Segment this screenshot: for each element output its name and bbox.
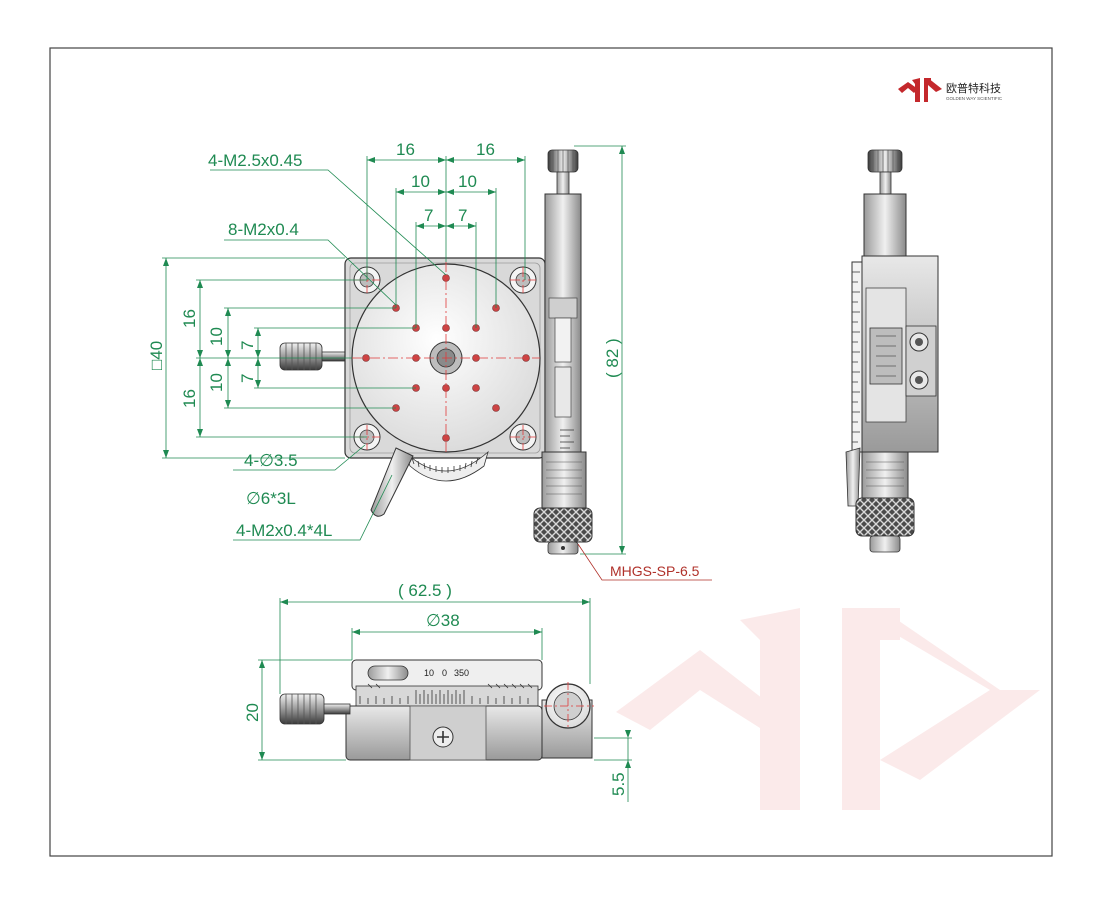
- dim-top-10-right: 10: [458, 172, 477, 191]
- micrometer-assembly: [533, 149, 593, 555]
- dim-top-10-left: 10: [411, 172, 430, 191]
- dim-left-7-upper: 7: [238, 341, 257, 350]
- dim-height-20: 20: [243, 703, 262, 722]
- brand-logo: 欧普特科技 GOLDEN WAY SCIENTIFIC: [898, 78, 1003, 102]
- callout-thread-holes: 8-M2x0.4: [228, 220, 299, 239]
- callout-hole-6: ∅6*3L: [246, 489, 296, 508]
- side-view: [845, 149, 939, 553]
- dim-left-10-upper: 10: [207, 327, 226, 346]
- brand-mark-icon: [898, 78, 942, 102]
- scale-label-0: 0: [442, 668, 447, 678]
- front-view-dimensions: [258, 598, 632, 802]
- dim-left-10-lower: 10: [207, 373, 226, 392]
- dim-top-16-left: 16: [396, 140, 415, 159]
- front-view-center-lines: [544, 682, 594, 730]
- callout-hole-35: 4-∅3.5: [244, 451, 298, 470]
- front-view: 10 0 350: [279, 659, 593, 761]
- front-view-arrowheads: [259, 599, 631, 768]
- brand-name-en: GOLDEN WAY SCIENTIFIC: [946, 96, 1003, 101]
- dim-top-7-left: 7: [424, 206, 433, 225]
- dim-left-16-upper: 16: [180, 309, 199, 328]
- callout-thread-bottom: 4-M2x0.4*4L: [236, 521, 332, 540]
- dim-right-82: ( 82 ): [603, 338, 622, 378]
- brand-name-zh: 欧普特科技: [946, 81, 1001, 95]
- dim-left-16-lower: 16: [180, 389, 199, 408]
- watermark-logo-icon: [616, 608, 1040, 810]
- dim-side-40: □40: [147, 341, 166, 370]
- left-adjust-knob: [279, 342, 355, 371]
- locking-lever: [370, 447, 414, 517]
- dim-top-7-right: 7: [458, 206, 467, 225]
- dim-left-7-lower: 7: [238, 374, 257, 383]
- callout-micrometer-model: MHGS-SP-6.5: [610, 563, 700, 579]
- rotary-scale-ring: [404, 450, 489, 482]
- top-view-arrowheads: [163, 146, 625, 554]
- leader-lines: [210, 169, 447, 541]
- dim-dia-38: ∅38: [426, 611, 460, 630]
- micrometer-leader: [577, 543, 712, 581]
- callout-thread-center: 4-M2.5x0.45: [208, 151, 303, 170]
- dim-width-625: ( 62.5 ): [398, 581, 452, 600]
- scale-label-10: 10: [424, 668, 434, 678]
- dim-height-55: 5.5: [609, 772, 628, 796]
- scale-label-350: 350: [454, 668, 469, 678]
- dim-top-16-right: 16: [476, 140, 495, 159]
